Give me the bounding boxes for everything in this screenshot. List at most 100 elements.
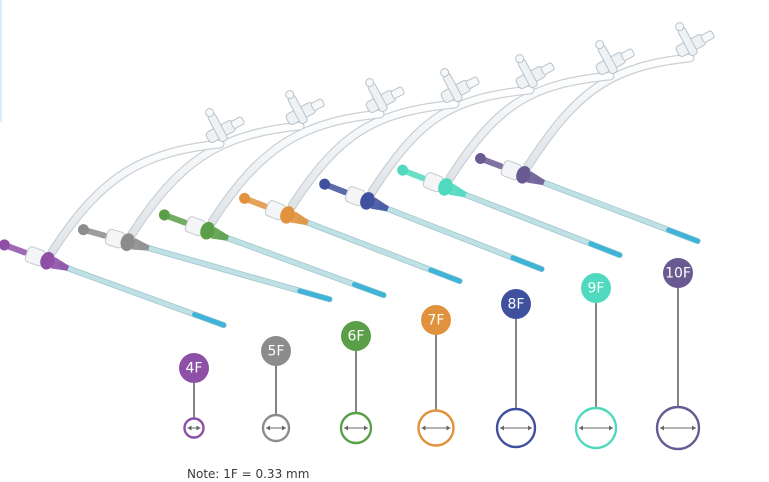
diameter-arrow-left	[266, 425, 270, 431]
size-marker-7f: 7F	[417, 305, 455, 447]
hub-strain-relief	[211, 227, 230, 241]
sheath-shaft-group	[298, 217, 463, 285]
size-badge	[421, 305, 451, 335]
size-badge-label: 6F	[348, 329, 365, 345]
extension-tubing	[446, 72, 614, 182]
sheath-device-10f	[474, 22, 715, 245]
hub-strain-relief	[51, 257, 70, 271]
sheath-hub	[319, 178, 389, 212]
size-badge-label: 8F	[508, 297, 525, 313]
hub-handle	[481, 156, 504, 170]
hub-strain-relief	[448, 183, 467, 198]
sheath-device-6f	[158, 78, 405, 299]
size-badge-label: 10F	[665, 266, 691, 282]
diameter-arrow-right	[692, 425, 696, 431]
diameter-arrow-left	[344, 425, 348, 431]
sheath-hub	[239, 192, 309, 226]
hub-colour-ring	[120, 233, 135, 252]
sheath-shaft-group	[58, 262, 227, 329]
hub-end-cap	[158, 209, 170, 221]
sheath-hub	[158, 209, 230, 241]
hub-colour-ring	[280, 206, 295, 224]
diameter-arrow-right	[364, 425, 368, 431]
hub-strain-relief	[370, 197, 389, 212]
diameter-arrow-left	[579, 425, 583, 431]
size-badge-label: 5F	[268, 344, 285, 360]
sheath-devices	[0, 22, 715, 329]
hub-end-cap	[77, 224, 89, 236]
hub-handle	[403, 168, 426, 182]
hub-end-cap	[474, 152, 486, 164]
hub-end-cap	[0, 239, 10, 251]
hub-colour-ring	[438, 178, 453, 196]
diameter-arrow-right	[446, 425, 451, 431]
size-badge	[501, 289, 531, 319]
stopcock-valve	[365, 78, 405, 113]
sheath-hub	[0, 239, 70, 271]
size-badge-label: 9F	[588, 281, 605, 297]
sheath-device-9f	[397, 40, 635, 259]
valve-port	[540, 62, 555, 75]
size-markers: 4F 5F 6F 7F 8F 9F 10F	[179, 258, 701, 451]
size-marker-10f: 10F	[655, 258, 701, 451]
stopcock-valve	[205, 108, 245, 143]
size-marker-5f: 5F	[261, 336, 291, 443]
size-marker-9f: 9F	[574, 273, 618, 450]
valve-port	[230, 116, 245, 129]
sheath-hub	[474, 152, 545, 186]
hub-handle	[245, 196, 268, 210]
sheath-tip	[588, 241, 623, 258]
diameter-arrow-right	[196, 425, 201, 431]
size-badge	[581, 273, 611, 303]
size-badge-label: 7F	[428, 313, 445, 329]
extension-tubing	[524, 54, 694, 170]
hub-colour-ring	[360, 192, 375, 210]
sheath-tip	[428, 267, 463, 284]
sheath-device-4f	[0, 108, 245, 329]
sheath-device-5f	[77, 90, 333, 303]
stopcock-valve	[595, 40, 635, 75]
sheath-tip	[352, 282, 387, 298]
size-marker-4f: 4F	[179, 353, 209, 439]
hub-strain-relief	[290, 211, 309, 226]
extension-tubing	[368, 86, 534, 196]
valve-port	[700, 30, 715, 43]
hub-handle	[325, 182, 348, 196]
hub-strain-relief	[526, 171, 545, 186]
valve-cap	[675, 22, 685, 32]
hub-handle	[85, 227, 107, 239]
valve-cap	[440, 68, 450, 78]
diameter-arrow-left	[187, 425, 192, 431]
valve-cap	[365, 78, 375, 88]
valve-port	[390, 86, 405, 99]
hub-end-cap	[397, 164, 409, 176]
size-badge	[261, 336, 291, 366]
valve-port	[465, 76, 480, 89]
extension-tubing	[288, 100, 459, 210]
sheath-device-7f	[239, 68, 480, 285]
sheath-tip	[666, 227, 701, 244]
diameter-arrow-right	[528, 425, 532, 431]
size-marker-8f: 8F	[495, 289, 537, 449]
stopcock-valve	[440, 68, 480, 103]
hub-colour-ring	[516, 166, 531, 184]
diameter-arrow-left	[660, 425, 664, 431]
hub-strain-relief	[131, 238, 150, 251]
size-marker-6f: 6F	[339, 321, 373, 445]
left-edge-accent	[0, 0, 2, 122]
sheath-shaft-group	[138, 243, 333, 303]
valve-port	[310, 98, 325, 111]
stopcock-valve	[515, 54, 555, 89]
hub-handle	[165, 213, 188, 226]
stopcock-valve	[285, 90, 325, 125]
extension-tubing	[128, 122, 304, 238]
valve-cap	[285, 90, 295, 100]
sheath-device-8f	[319, 54, 555, 273]
extension-tubing	[48, 140, 224, 256]
diameter-arrow-left	[500, 425, 504, 431]
sheath-tip	[192, 312, 227, 328]
size-badge	[341, 321, 371, 351]
sheath-tip	[297, 288, 333, 302]
stopcock-valve	[675, 22, 715, 57]
valve-cap	[515, 54, 525, 64]
